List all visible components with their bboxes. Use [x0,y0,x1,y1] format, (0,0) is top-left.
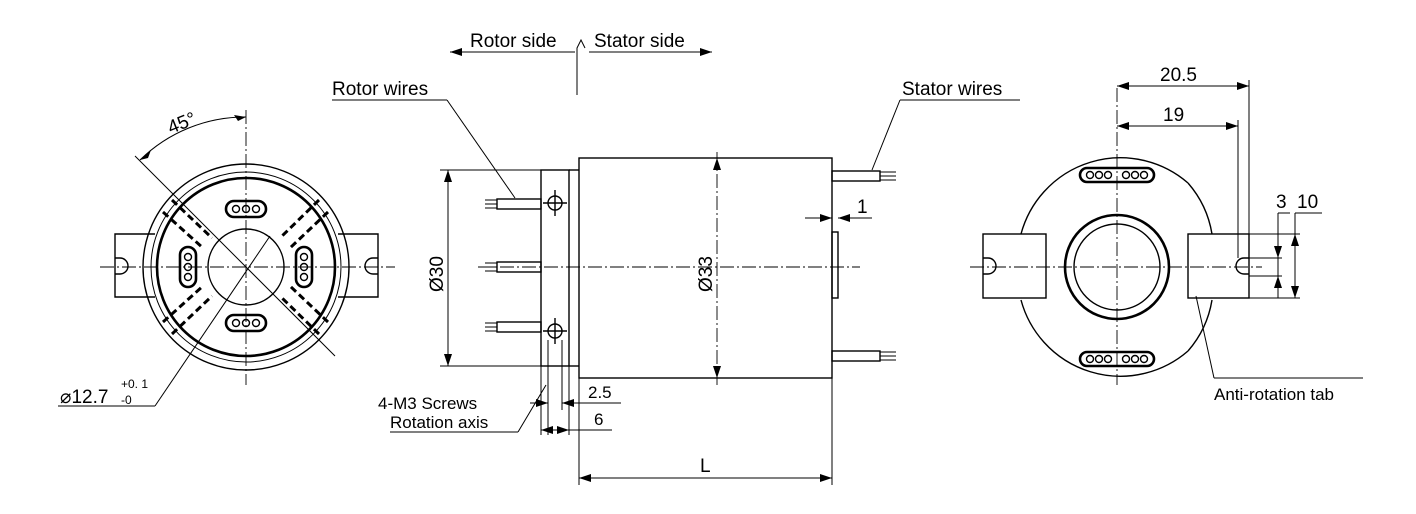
contacts-bottom [1078,350,1156,368]
rotor-wires-label: Rotor wires [332,79,428,100]
rotor-end-view: 45° ⌀12.7 +0. 1 -0 [58,109,395,408]
terminal-top [224,199,268,219]
stator-side-label: Stator side [594,31,685,52]
length-label: L [700,456,711,477]
rotor-wires [485,198,542,333]
body-dia-label: Ø33 [696,256,717,292]
tab-inner-label: 19 [1163,105,1184,126]
screw-bottom [543,318,567,344]
stator-wires [831,170,896,362]
slot-w-label: 3 [1276,192,1287,213]
terminal-right [294,245,314,289]
stator-wires-label: Stator wires [902,79,1002,100]
screw-top [543,190,567,216]
contacts-top [1078,166,1156,184]
rotor-side-label: Rotor side [470,31,557,52]
bore-symbol: ⌀ [60,387,71,408]
tab-h-label: 10 [1297,192,1318,213]
rotation-axis-label: Rotation axis [390,413,488,432]
bore-value: 12.7 [71,387,108,408]
flange-len-label: 6 [594,410,603,429]
screws-label: 4-M3 Screws [378,394,477,413]
tab-outer-label: 20.5 [1160,65,1197,86]
stator-end-view: 20.5 19 3 10 Anti-rotation tab [970,65,1363,404]
flange-thk-label: 2.5 [588,383,612,402]
terminal-left [178,245,198,289]
terminal-bottom [224,313,268,333]
flange-dia-label: Ø30 [427,256,448,292]
bore-tol-lower: -0 [121,393,132,407]
angle-label: 45° [165,109,200,139]
side-view: Rotor side Stator side [332,31,1020,485]
bore-label: ⌀12.7 [60,387,108,408]
gap-label: 1 [857,197,868,218]
bore-tol-upper: +0. 1 [121,377,148,391]
anti-rotation-label: Anti-rotation tab [1214,385,1334,404]
